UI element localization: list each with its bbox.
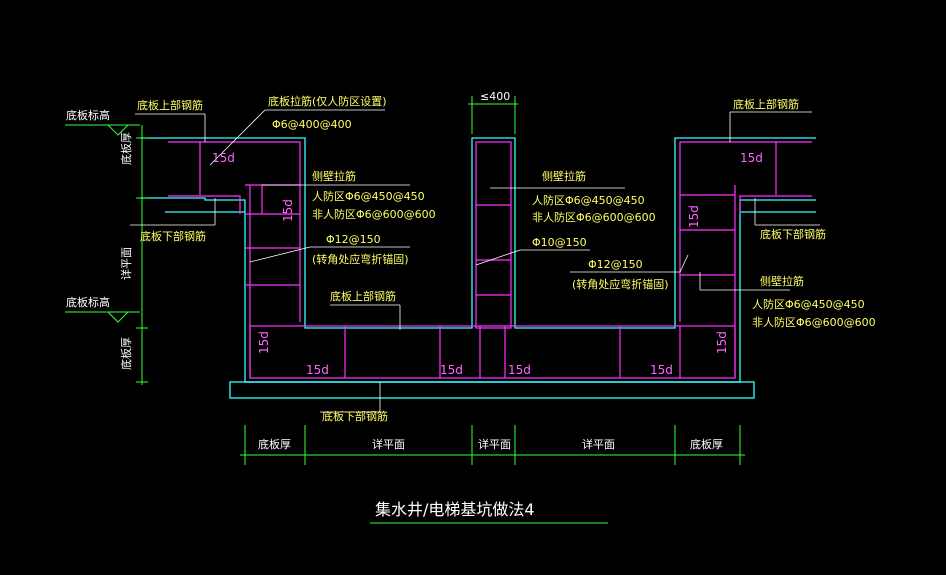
slab-tie-note: 底板拉筋(仅人防区设置): [268, 94, 387, 108]
leader-8b: [475, 249, 521, 266]
bar-right-note: (转角处应弯折锚固): [572, 277, 669, 291]
bar-left-spec: Φ12@150: [326, 233, 381, 246]
leader-2b: [209, 109, 266, 166]
anchor-15d-4: 15d: [306, 363, 329, 377]
bar-left-note: (转角处应弯折锚固): [312, 252, 409, 266]
side-tie-right-civil: 人防区Φ6@450@450: [752, 297, 865, 311]
rebar-left-bottom: [168, 195, 241, 214]
slab-bot-rebar-left: 底板下部钢筋: [140, 229, 206, 243]
anchor-15d-8: 15d: [715, 331, 729, 354]
slab-thk-upper: 底板厚: [119, 132, 133, 165]
detail-plan-vertical: 详平面: [119, 247, 133, 280]
side-tie-mid-civil: 人防区Φ6@450@450: [532, 193, 645, 207]
rebar-base-cage: [249, 325, 736, 379]
anchor-15d-5: 15d: [440, 363, 463, 377]
dim-bottom-3: 详平面: [478, 437, 511, 451]
anchor-15d-10: 15d: [740, 151, 763, 165]
slab-top-rebar-bottom: 底板上部钢筋: [330, 289, 396, 303]
slab-top-rebar-left: 底板上部钢筋: [137, 98, 203, 112]
anchor-15d-2: 15d: [281, 199, 295, 222]
leader-lines: [130, 109, 820, 413]
side-tie-left-civil: 人防区Φ6@450@450: [312, 189, 425, 203]
bar-mid-spec: Φ10@150: [532, 236, 587, 249]
dim-bottom-4: 详平面: [582, 437, 615, 451]
side-tie-left-noncivil: 非人防区Φ6@600@600: [312, 207, 436, 221]
slab-bot-rebar-bottom: 底板下部钢筋: [322, 409, 388, 423]
concrete-top-edge: [140, 137, 816, 329]
side-tie-mid-noncivil: 非人防区Φ6@600@600: [532, 210, 656, 224]
rebar-right-bottom: [739, 195, 812, 214]
concrete-inner-edge: [140, 197, 816, 383]
labels: ≤400 底板标高 底板标高 底板上部钢筋 底板拉筋(仅人防区设置) Φ6@40…: [66, 90, 876, 519]
anchor-15d-9: 15d: [687, 205, 701, 228]
rebar-left-top-outer: [168, 141, 301, 322]
floor-elevation-mid: 底板标高: [66, 295, 110, 309]
bar-right-spec: Φ12@150: [588, 258, 643, 271]
slab-tie-spec: Φ6@400@400: [272, 118, 352, 131]
side-tie-right-noncivil: 非人防区Φ6@600@600: [752, 315, 876, 329]
anchor-15d-3: 15d: [257, 331, 271, 354]
slab-bot-rebar-right: 底板下部钢筋: [760, 227, 826, 241]
rebar-group: [168, 141, 812, 379]
side-tie-mid-title: 侧壁拉筋: [542, 169, 586, 183]
side-tie-right-title: 侧壁拉筋: [760, 274, 804, 288]
cushion-layer: [229, 381, 755, 399]
slab-top-rebar-right: 底板上部钢筋: [733, 97, 799, 111]
rebar-mid-wall: [475, 141, 512, 329]
anchor-15d-6: 15d: [508, 363, 531, 377]
concrete-outline: [140, 137, 816, 399]
slab-thk-lower: 底板厚: [119, 337, 133, 370]
anchor-15d-7: 15d: [650, 363, 673, 377]
dim-bottom-2: 详平面: [372, 437, 405, 451]
rebar-right-top-outer: [679, 141, 812, 322]
top-width-label: ≤400: [480, 90, 510, 103]
leader-4b: [249, 246, 311, 263]
side-tie-left-title: 侧壁拉筋: [312, 169, 356, 183]
dim-bottom-5: 底板厚: [690, 437, 723, 451]
leader-9b: [679, 254, 689, 273]
floor-elevation-top: 底板标高: [66, 108, 110, 122]
dim-bottom-1: 底板厚: [258, 437, 291, 451]
elevation-marker-mid: [107, 311, 130, 323]
anchor-15d-1: 15d: [212, 151, 235, 165]
dimensions: [65, 96, 745, 524]
drawing-title: 集水井/电梯基坑做法4: [375, 500, 535, 519]
